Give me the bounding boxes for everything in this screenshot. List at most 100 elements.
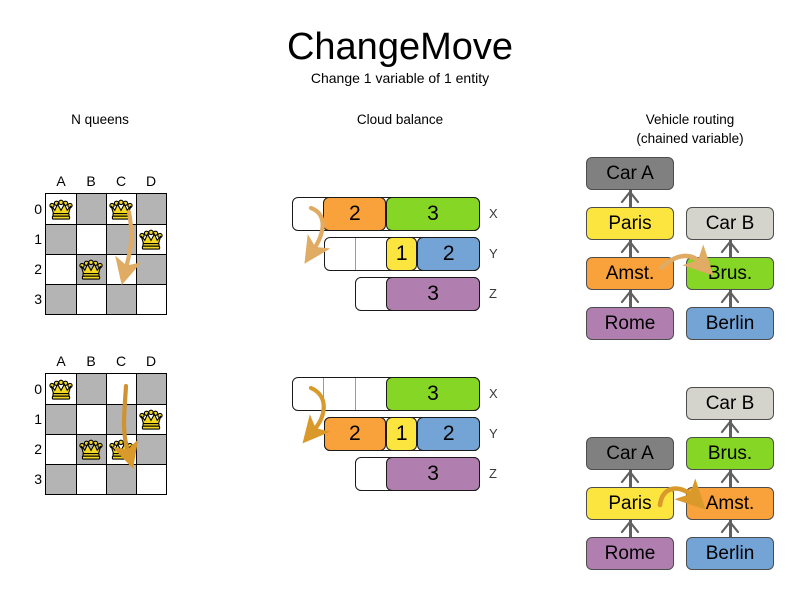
- vrp-chain-link: [728, 290, 732, 307]
- vrp-chain-link: [628, 290, 632, 307]
- cloud-process-yellow-1[interactable]: 1: [386, 417, 418, 451]
- board-cell-A3[interactable]: [46, 284, 76, 314]
- cloud-process-blue-2[interactable]: 2: [417, 417, 480, 451]
- queen-piece-A0[interactable]: [46, 194, 76, 224]
- board-column-label-D: D: [145, 353, 157, 369]
- cloud-process-green-3[interactable]: 3: [386, 377, 480, 411]
- vrp-node-car-b[interactable]: Car B: [686, 207, 774, 240]
- board-cell-C0[interactable]: [106, 374, 136, 404]
- board-gridline-v: [136, 194, 137, 314]
- board-cell-B3[interactable]: [76, 464, 106, 494]
- board-cell-A2[interactable]: [46, 254, 76, 284]
- cloud-computer-label-y: Y: [489, 246, 498, 261]
- board-column-label-B: B: [86, 173, 96, 189]
- board-cell-B1[interactable]: [76, 224, 106, 254]
- vrp-node-amst[interactable]: Amst.: [586, 257, 674, 290]
- board-row-label-0: 0: [34, 381, 42, 397]
- board-cell-C1[interactable]: [106, 404, 136, 434]
- vrp-node-car-a[interactable]: Car A: [586, 157, 674, 190]
- vrp-chain-arrowhead: [720, 240, 740, 254]
- vrp-node-car-a[interactable]: Car A: [586, 437, 674, 470]
- section-title-cloud-balance: Cloud balance: [356, 112, 444, 127]
- board-gridline-h: [46, 254, 166, 255]
- section-title-vehicle-routing-line2: (chained variable): [636, 131, 744, 146]
- board-row-label-2: 2: [34, 441, 42, 457]
- vrp-chain-arrowhead: [720, 420, 740, 434]
- board-cell-B0[interactable]: [76, 194, 106, 224]
- board-cell-A3[interactable]: [46, 464, 76, 494]
- queen-piece-D1[interactable]: [136, 404, 166, 434]
- vrp-node-paris[interactable]: Paris: [586, 487, 674, 520]
- cloud-process-purple-3[interactable]: 3: [386, 277, 480, 311]
- board-row-label-1: 1: [34, 411, 42, 427]
- vrp-move-arrow-after: [657, 478, 706, 510]
- cloud-computer-row-x[interactable]: 3: [292, 377, 480, 411]
- cloud-computer-label-z: Z: [489, 466, 497, 481]
- queen-piece-D1[interactable]: [136, 224, 166, 254]
- cloud-process-orange-2[interactable]: 2: [323, 417, 387, 451]
- vrp-chain-arrowhead: [720, 290, 740, 304]
- vrp-chain-arrowhead: [620, 520, 640, 534]
- board-column-label-C: C: [115, 353, 127, 369]
- cloud-process-orange-2[interactable]: 2: [323, 197, 387, 231]
- section-title-vehicle-routing-line1: Vehicle routing: [645, 112, 735, 127]
- cloud-computer-row-z[interactable]: 3: [354, 277, 480, 311]
- cloud-process-green-3[interactable]: 3: [386, 197, 480, 231]
- cloud-empty-slot-divider: [323, 378, 325, 410]
- page-subtitle: Change 1 variable of 1 entity: [310, 70, 490, 86]
- board-cell-A1[interactable]: [46, 224, 76, 254]
- board-cell-D0[interactable]: [136, 194, 166, 224]
- queen-piece-B2[interactable]: [76, 434, 106, 464]
- cloud-process-blue-2[interactable]: 2: [417, 237, 480, 271]
- queen-piece-C0[interactable]: [106, 194, 136, 224]
- vrp-node-berlin[interactable]: Berlin: [686, 307, 774, 340]
- cloud-process-purple-3[interactable]: 3: [386, 457, 480, 491]
- vrp-node-berlin[interactable]: Berlin: [686, 537, 774, 570]
- vrp-chain-arrowhead: [620, 190, 640, 204]
- board-cell-A1[interactable]: [46, 404, 76, 434]
- vrp-chain-arrowhead: [620, 470, 640, 484]
- board-cell-D0[interactable]: [136, 374, 166, 404]
- vrp-chain-link: [728, 520, 732, 537]
- cloud-computer-label-x: X: [489, 386, 498, 401]
- vrp-chain-arrowhead: [620, 240, 640, 254]
- board-cell-A2[interactable]: [46, 434, 76, 464]
- cloud-computer-row-z[interactable]: 3: [354, 457, 480, 491]
- board-gridline-h: [46, 284, 166, 285]
- vrp-chain-link: [628, 520, 632, 537]
- cloud-computer-label-y: Y: [489, 426, 498, 441]
- cloud-empty-slot-divider: [354, 238, 356, 270]
- vrp-node-paris[interactable]: Paris: [586, 207, 674, 240]
- board-cell-D3[interactable]: [136, 284, 166, 314]
- board-cell-C3[interactable]: [106, 464, 136, 494]
- vrp-node-car-b[interactable]: Car B: [686, 387, 774, 420]
- board-cell-D3[interactable]: [136, 464, 166, 494]
- board-gridline-h: [46, 434, 166, 435]
- board-cell-B1[interactable]: [76, 404, 106, 434]
- queen-piece-A0[interactable]: [46, 374, 76, 404]
- vrp-chain-link: [628, 470, 632, 487]
- board-column-label-A: A: [56, 173, 66, 189]
- cloud-process-yellow-1[interactable]: 1: [386, 237, 418, 271]
- board-cell-B0[interactable]: [76, 374, 106, 404]
- section-title-vehicle-routing: Vehicle routing (chained variable): [600, 110, 780, 148]
- board-row-label-3: 3: [34, 471, 42, 487]
- vrp-node-rome[interactable]: Rome: [586, 307, 674, 340]
- board-gridline-v: [136, 374, 137, 494]
- board-column-label-A: A: [56, 353, 66, 369]
- board-cell-B3[interactable]: [76, 284, 106, 314]
- vrp-chain-link: [628, 190, 632, 207]
- vrp-chain-arrowhead: [720, 470, 740, 484]
- board-gridline-h: [46, 464, 166, 465]
- queen-piece-B2[interactable]: [76, 254, 106, 284]
- cloud-move-arrow-before: [304, 205, 331, 264]
- section-title-n-queens: N queens: [71, 112, 129, 127]
- vrp-node-rome[interactable]: Rome: [586, 537, 674, 570]
- board-cell-D2[interactable]: [136, 434, 166, 464]
- board-cell-C3[interactable]: [106, 284, 136, 314]
- vrp-node-brus[interactable]: Brus.: [686, 437, 774, 470]
- board-row-label-0: 0: [34, 201, 42, 217]
